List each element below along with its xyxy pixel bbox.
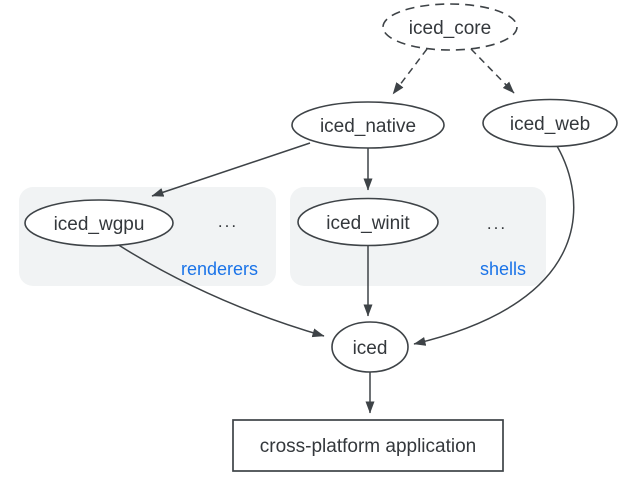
renderers-ellipsis: ... bbox=[218, 212, 238, 231]
node-iced bbox=[331, 321, 409, 373]
edge-iced_core-iced_web bbox=[470, 48, 515, 94]
shells-ellipsis: ... bbox=[487, 214, 507, 233]
iced-winit-label: iced_winit bbox=[326, 213, 410, 234]
iced-wgpu-label: iced_wgpu bbox=[54, 214, 145, 235]
shells-group-label: shells bbox=[480, 259, 526, 279]
edge-iced_native-iced_wgpu bbox=[151, 142, 311, 197]
edge-iced_wgpu-iced bbox=[116, 243, 325, 338]
iced-label: iced bbox=[353, 338, 388, 359]
app-label: cross-platform application bbox=[260, 436, 476, 457]
edge-iced_web-iced bbox=[413, 145, 575, 346]
node-iced-web bbox=[482, 98, 618, 148]
node-iced-winit bbox=[297, 197, 439, 247]
iced-core-label: iced_core bbox=[409, 18, 491, 39]
renderers-group-label: renderers bbox=[181, 259, 258, 279]
node-iced-native bbox=[291, 101, 445, 149]
iced-web-label: iced_web bbox=[510, 114, 590, 135]
node-iced-wgpu bbox=[24, 199, 174, 247]
iced-native-label: iced_native bbox=[320, 116, 416, 137]
node-iced-core bbox=[382, 3, 518, 51]
node-app-box bbox=[232, 419, 504, 472]
edge-iced_core-iced_native bbox=[392, 48, 428, 95]
